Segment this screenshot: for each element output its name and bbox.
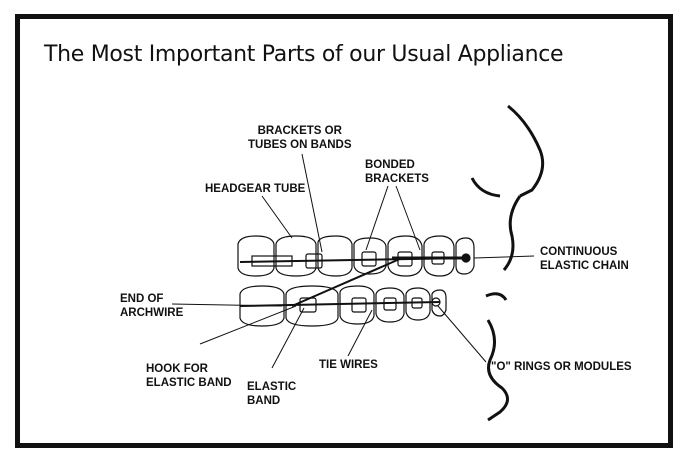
label-hook-for-elastic-band: HOOK FOR ELASTIC BAND (146, 363, 232, 389)
label-bonded-brackets: BONDED BRACKETS (365, 159, 429, 185)
label-brackets-or-tubes: BRACKETS OR TUBES ON BANDS (248, 125, 352, 151)
label-elastic-band: ELASTIC BAND (247, 381, 297, 407)
profile-upper-lip (502, 195, 522, 271)
profile-lip-line (485, 292, 508, 301)
headgear-tube (251, 255, 293, 267)
diagram-frame (15, 14, 673, 448)
label-headgear-tube: HEADGEAR TUBE (205, 183, 306, 195)
profile-nostril (470, 177, 501, 198)
label-continuous-elastic-chain: CONTINUOUS ELASTIC CHAIN (540, 246, 629, 272)
leader-lines (171, 153, 535, 369)
profile-nose (507, 104, 545, 198)
profile-chin (486, 319, 509, 422)
diagram-title: The Most Important Parts of our Usual Ap… (44, 42, 564, 67)
label-o-rings-or-modules: "O" RINGS OR MODULES (491, 361, 632, 373)
chain-end (461, 253, 471, 263)
upper-teeth (237, 235, 475, 277)
label-tie-wires: TIE WIRES (319, 359, 378, 371)
label-end-of-archwire: END OF ARCHWIRE (120, 293, 184, 319)
o-ring-module (431, 297, 441, 307)
lower-teeth (239, 285, 447, 327)
lower-brackets (299, 297, 423, 313)
elastic-band (291, 257, 403, 307)
lower-archwire (239, 301, 441, 307)
upper-brackets (305, 251, 445, 269)
